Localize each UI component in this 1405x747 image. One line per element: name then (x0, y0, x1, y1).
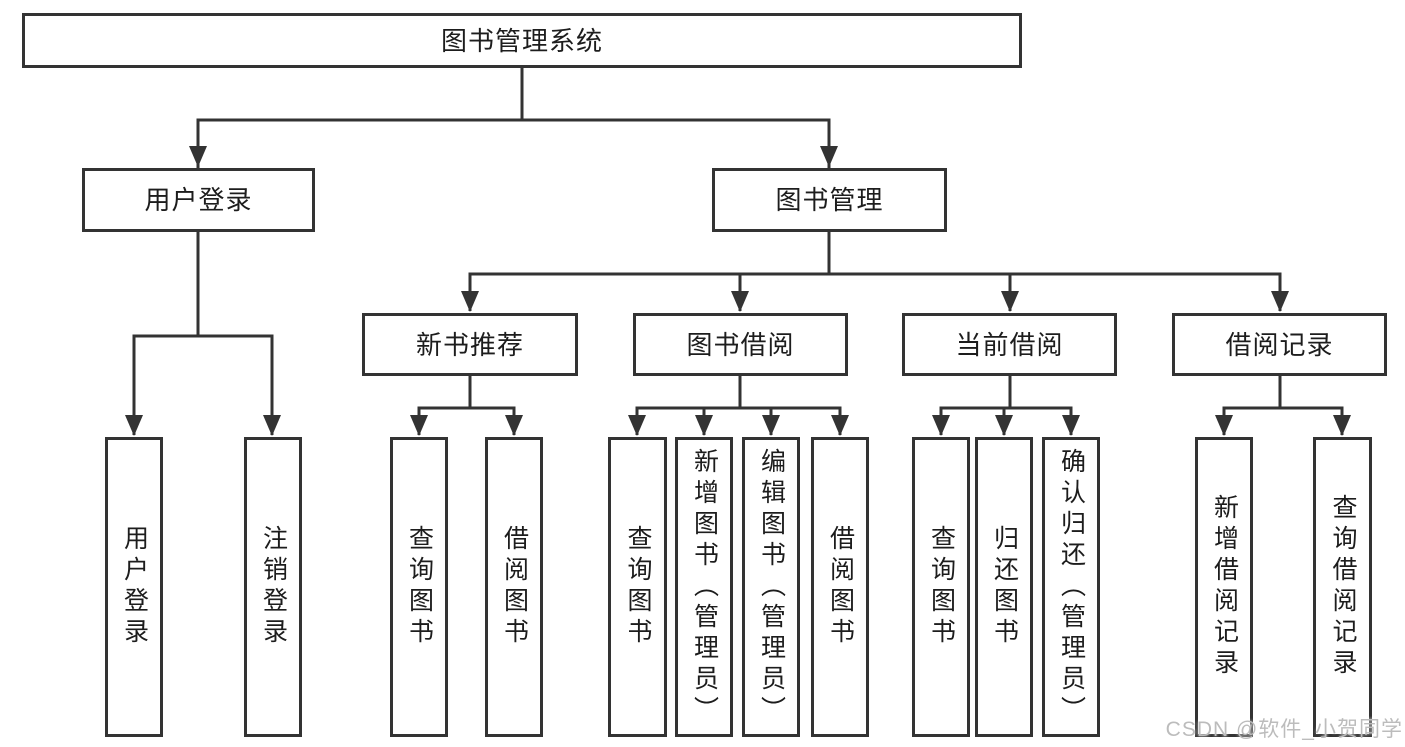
connector-bookmgmt-to-level3 (468, 232, 1282, 311)
leaf-query-books-current: 查询图书 (912, 437, 970, 737)
node-current-borrowing: 当前借阅 (902, 313, 1117, 376)
leaf-return-books: 归还图书 (975, 437, 1033, 737)
leaf-borrow-books-recommend: 借阅图书 (485, 437, 543, 737)
leaf-query-books-recommend: 查询图书 (390, 437, 448, 737)
arrowhead (1333, 415, 1351, 436)
arrowhead (762, 415, 780, 436)
node-new-book-recommendation: 新书推荐 (362, 313, 578, 376)
arrowhead (820, 146, 838, 167)
arrowhead (1001, 291, 1019, 312)
arrowhead (695, 415, 713, 436)
arrowhead (461, 291, 479, 312)
arrowhead (1215, 415, 1233, 436)
connector-bookborrow-to-children (635, 376, 842, 435)
arrowhead (628, 415, 646, 436)
arrowhead (1062, 415, 1080, 436)
arrowhead (189, 146, 207, 167)
node-library-system: 图书管理系统 (22, 13, 1022, 68)
arrowhead (731, 291, 749, 312)
node-book-borrowing: 图书借阅 (633, 313, 848, 376)
connector-borrowrecords-to-children (1222, 376, 1344, 435)
arrowhead (995, 415, 1013, 436)
connector-userlogin-to-children (132, 232, 274, 435)
csdn-watermark: CSDN @软件_小贺同学 (1165, 718, 1403, 741)
connectors (132, 66, 1344, 435)
leaf-borrow-books: 借阅图书 (811, 437, 869, 737)
leaf-query-borrow-record: 查询借阅记录 (1313, 437, 1372, 737)
connector-newbook-to-children (417, 376, 516, 435)
node-user-login: 用户登录 (82, 168, 315, 232)
arrowhead (831, 415, 849, 436)
leaf-user-login: 用户登录 (105, 437, 163, 737)
arrowhead (1271, 291, 1289, 312)
connector-root-to-level2 (196, 66, 831, 168)
leaf-query-books-borrow: 查询图书 (608, 437, 667, 737)
leaf-confirm-return-admin: 确认归还（管理员） (1042, 437, 1100, 737)
leaf-logout: 注销登录 (244, 437, 302, 737)
arrowhead (410, 415, 428, 436)
arrowheads (125, 146, 1351, 436)
leaf-add-borrow-record: 新增借阅记录 (1195, 437, 1253, 737)
arrowhead (263, 415, 281, 436)
leaf-add-books-admin: 新增图书（管理员） (675, 437, 733, 737)
arrowhead (932, 415, 950, 436)
arrowhead (505, 415, 523, 436)
arrowhead (125, 415, 143, 436)
leaf-edit-books-admin: 编辑图书（管理员） (742, 437, 800, 737)
node-book-management: 图书管理 (712, 168, 947, 232)
node-borrowing-records: 借阅记录 (1172, 313, 1387, 376)
